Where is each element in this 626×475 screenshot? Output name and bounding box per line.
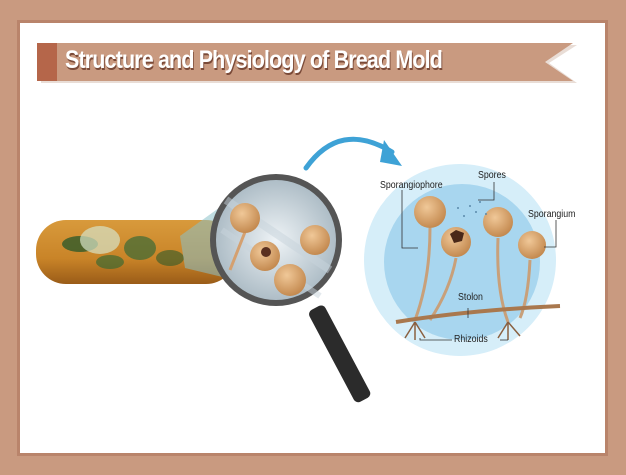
moldy-bread-icon [36,200,236,284]
mold-structure-bubble [364,164,561,356]
label-stolon: Stolon [458,292,483,303]
label-rhizoids: Rhizoids [454,334,488,345]
title-banner [37,43,577,83]
label-spores: Spores [478,170,506,181]
curved-arrow-icon [303,136,402,171]
page-title: Structure and Physiology of Bread Mold [65,46,443,74]
label-sporangiophore: Sporangiophore [380,180,443,191]
label-sporangium: Sporangium [528,209,576,220]
magnifying-glass-icon [210,174,371,403]
